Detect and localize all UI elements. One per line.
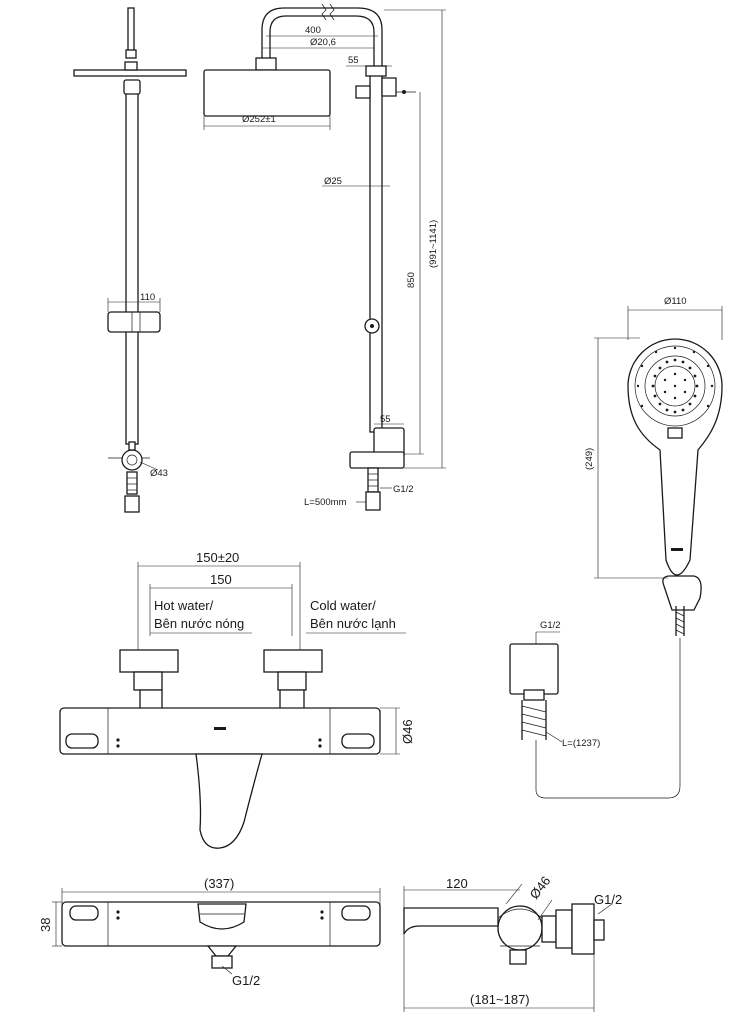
dim-g12-side: G1/2 [594,892,622,907]
dim-g12-bottom: G1/2 [232,973,260,988]
head-arm-connector [255,57,277,71]
hot-water-label-vi: Bên nước nóng [154,616,244,631]
dim-g12-hose: G1/2 [540,620,561,631]
riser-pipe [125,83,139,445]
cold-water-label: Cold water/ [310,598,376,613]
hot-inlet-thread [133,671,163,691]
cold-inlet-nut [263,649,323,673]
mixer-top-view: (337) G1/2 38 [38,876,381,988]
dim-l500: L=500mm [304,497,347,508]
side-thread [593,919,605,941]
dim-38: 38 [38,918,53,932]
flow-handle-front [341,733,375,749]
top-outlet-cup [197,903,247,930]
dim-dia46-side: Ø46 [527,873,554,902]
dim-110-bracket: 110 [140,292,155,303]
mixer-front-view: 150±20 150 Hot water/ Bên nước nóng Cold… [59,550,415,849]
hand-shower-body [627,338,723,576]
dim-150-20: 150±20 [196,550,239,565]
bottom-mixer-stub [349,451,405,469]
side-eccentric [541,915,557,943]
hand-shower-holder [662,575,702,611]
dim-l1237: L=(1237) [562,738,600,749]
slide-bracket [107,311,161,333]
overhead-shower-head [203,69,331,117]
shower-column-side-view: 110 Ø43 [73,7,187,513]
hose-connector-view: G1/2 L=(1237) [509,620,681,799]
bottom-outlet-thread [211,955,233,969]
dim-181-187: (181~187) [470,992,530,1007]
dim-120: 120 [446,876,468,891]
dim-991-1141: (991~1141) [428,220,439,268]
dim-dia20-6: Ø20,6 [310,37,336,48]
dim-150: 150 [210,572,232,587]
temperature-handle-front [65,733,99,749]
bottom-hose-end [365,491,381,511]
arm-joint [125,49,137,59]
flow-handle-top [341,905,371,921]
dim-337: (337) [204,876,234,891]
hose-connector-nut [523,689,545,701]
dim-dia43: Ø43 [150,468,168,479]
front-riser-top-cap [365,65,387,77]
spray-nozzles [636,346,714,414]
head-plate-side [73,69,187,77]
cold-water-label-vi: Bên nước lạnh [310,616,396,631]
dim-249: (249) [584,448,595,470]
inlet-coupling [126,471,138,495]
hand-shower-view: Ø110 (249) [584,296,723,636]
brand-mark-front [214,727,226,730]
diverter-neck [128,441,136,451]
dim-dia25: Ø25 [324,176,342,187]
gooseneck-arm [261,7,383,70]
side-nut [555,909,573,949]
front-riser-pipe [369,69,383,433]
inlet-nut [124,495,140,513]
mixer-side-view: 120 Ø46 G1/2 (181~187) [403,873,622,1012]
dim-55-mid: 55 [380,414,391,425]
mixer-body-side [497,905,543,951]
diverter-body [121,449,143,471]
dim-55-top: 55 [348,55,359,66]
dim-dia110: Ø110 [664,296,687,307]
dim-850: 850 [406,272,417,288]
brand-mark [671,548,683,551]
riser-top-cap [123,79,141,95]
spray-mode-button [667,427,683,439]
dim-dia46-front: Ø46 [400,719,415,744]
spout-side [403,907,499,935]
cold-inlet-thread [277,671,307,691]
temperature-handle-top [69,905,99,921]
head-connector [124,61,138,71]
spout-front [195,753,263,849]
dim-g12-riser: G1/2 [393,484,414,495]
hot-water-label: Hot water/ [154,598,214,613]
hose-connector-body [509,643,559,695]
dim-400: 400 [305,25,321,36]
hot-inlet-nut [119,649,179,673]
dim-dia252: Ø252±1 [242,114,276,125]
side-bottom-outlet [509,949,527,965]
shower-column-front-view: 400 Ø20,6 Ø252±1 55 Ø25 55 [203,3,446,511]
top-arm-stub [127,7,135,53]
side-wall-flange [571,903,595,955]
